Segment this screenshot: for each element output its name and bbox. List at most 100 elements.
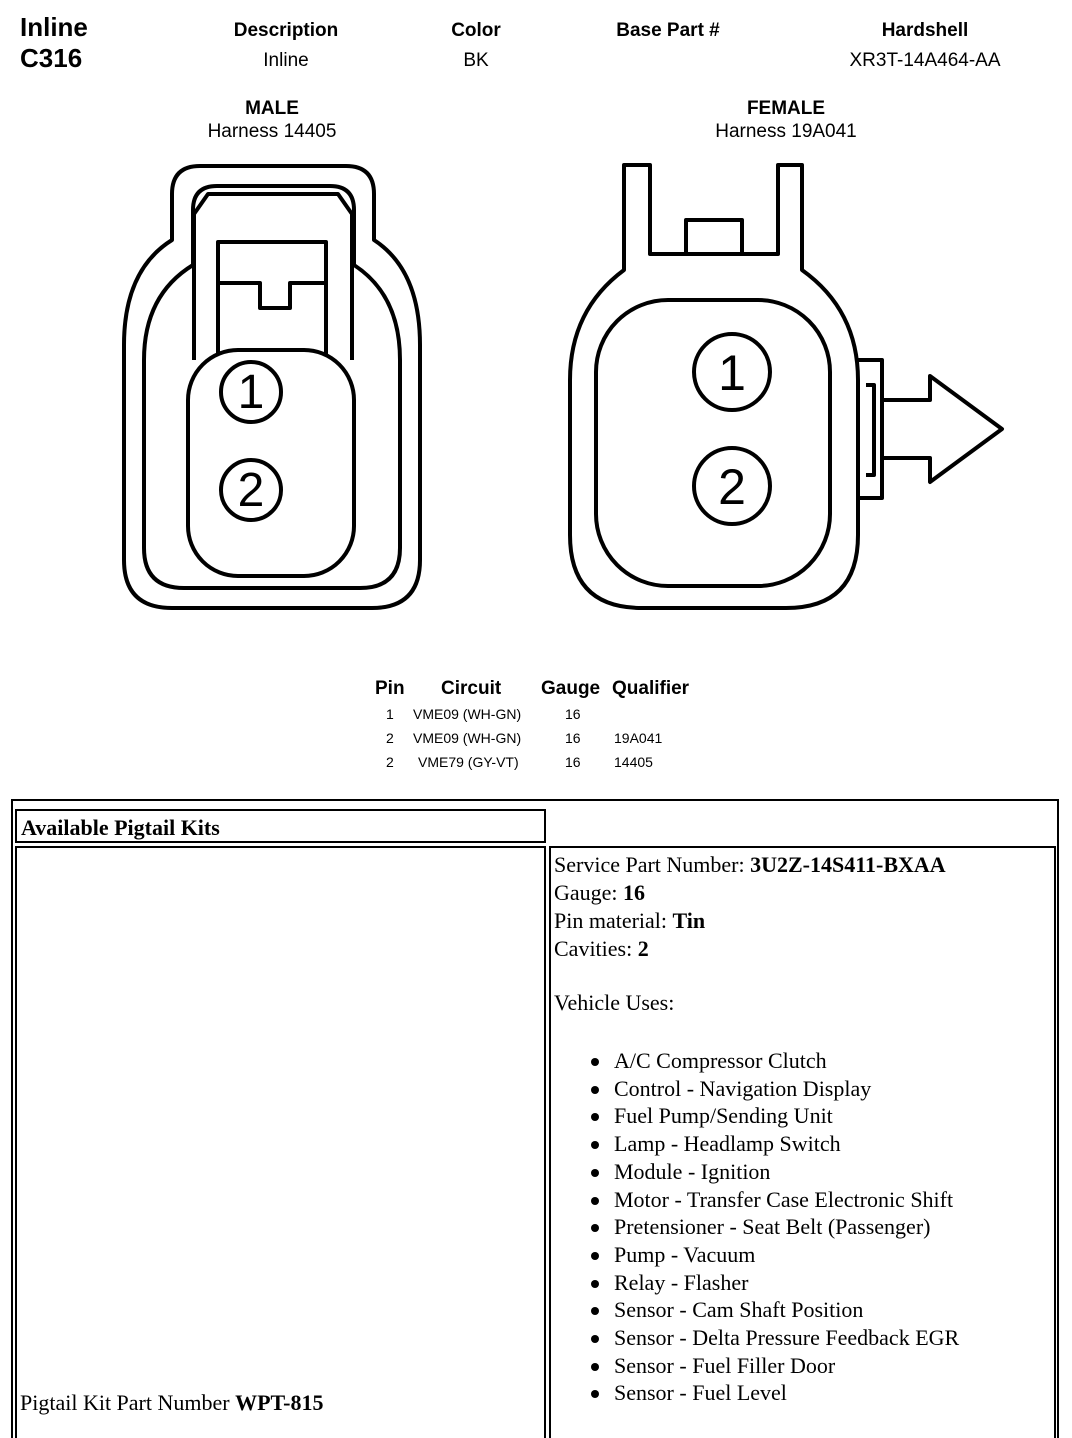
row-circuit: VME09 (WH-GN)	[413, 706, 522, 722]
male-connector-face	[122, 164, 422, 610]
vehicle-use-label: Relay - Flasher	[614, 1269, 749, 1295]
bullet-icon	[591, 1224, 599, 1233]
service-part-label: Service Part Number:	[554, 852, 751, 877]
row-pin: 2	[386, 730, 394, 746]
bullet-icon	[591, 1390, 599, 1399]
row-gauge: 16	[565, 754, 581, 770]
row-qualifier: 19A041	[614, 730, 663, 746]
female-side-latch	[858, 358, 884, 500]
gauge-header: Gauge	[541, 678, 601, 699]
female-pin-1-label: 1	[718, 345, 746, 401]
list-item: Motor - Transfer Case Electronic Shift	[554, 1186, 1054, 1214]
list-item: Module - Ignition	[554, 1158, 1054, 1186]
base-part-header: Base Part #	[616, 20, 720, 41]
male-latch	[192, 192, 354, 360]
service-part-value: 3U2Z-14S411-BXAA	[750, 852, 946, 877]
bullet-icon	[591, 1085, 599, 1094]
row-gauge: 16	[565, 730, 581, 746]
bullet-icon	[591, 1251, 599, 1260]
male-harness-label: Harness 14405	[207, 121, 337, 142]
hardshell-value: XR3T-14A464-AA	[849, 50, 1001, 71]
male-inner-shell	[142, 184, 402, 590]
male-pin-insert	[186, 348, 356, 578]
female-top-key	[684, 218, 744, 254]
list-item: A/C Compressor Clutch	[554, 1047, 1054, 1075]
male-pin-2-label: 2	[238, 464, 265, 517]
list-item: Sensor - Cam Shaft Position	[554, 1296, 1054, 1324]
bullet-icon	[591, 1141, 599, 1150]
pigtail-kits-panel	[11, 799, 1059, 1438]
pigtail-kit-image-cell: Pigtail Kit Part Number WPT-815	[15, 846, 546, 1438]
vehicle-use-label: A/C Compressor Clutch	[614, 1048, 827, 1073]
pigtail-kit-details: Service Part Number: 3U2Z-14S411-BXAA Ga…	[551, 848, 1054, 1407]
description-value: Inline	[263, 50, 309, 71]
gauge-value: 16	[623, 880, 646, 905]
female-connector-title: FEMALE Harness 19A041	[676, 97, 896, 143]
list-item: Sensor - Fuel Filler Door	[554, 1352, 1054, 1380]
female-harness-label: Harness 19A041	[715, 121, 857, 142]
bullet-icon	[591, 1196, 599, 1205]
list-item: Pump - Vacuum	[554, 1241, 1054, 1269]
vehicle-use-label: Sensor - Delta Pressure Feedback EGR	[614, 1325, 960, 1351]
vehicle-use-label: Sensor - Fuel Level	[614, 1380, 787, 1406]
vehicle-use-label: Sensor - Cam Shaft Position	[614, 1297, 864, 1323]
cavities-label: Cavities:	[554, 936, 638, 961]
service-part-line: Service Part Number: 3U2Z-14S411-BXAA	[554, 851, 1054, 879]
hardshell-header: Hardshell	[881, 20, 969, 41]
bullet-icon	[591, 1335, 599, 1344]
male-latch-notch	[218, 281, 326, 310]
female-arrow-icon	[882, 374, 1004, 484]
male-outer-shell	[122, 164, 422, 610]
list-item: Sensor - Fuel Level	[554, 1379, 1054, 1407]
pin-material-label: Pin material:	[554, 908, 673, 933]
pigtail-kits-title: Available Pigtail Kits	[21, 815, 220, 840]
pin-header: Pin	[375, 678, 405, 699]
bullet-icon	[591, 1279, 599, 1288]
gauge-line: Gauge: 16	[554, 879, 1054, 907]
cavities-line: Cavities: 2	[554, 935, 1054, 963]
female-inner-shell	[594, 298, 832, 588]
male-pin-1-circle	[219, 360, 283, 424]
list-item: Fuel Pump/Sending Unit	[554, 1102, 1054, 1130]
row-circuit: VME79 (GY-VT)	[418, 754, 519, 770]
list-item: Sensor - Delta Pressure Feedback EGR	[554, 1324, 1054, 1352]
male-label: MALE	[245, 98, 299, 119]
row-pin: 2	[386, 754, 394, 770]
female-pin-2-circle	[692, 446, 772, 526]
vehicle-use-label: Lamp - Headlamp Switch	[614, 1131, 841, 1157]
list-item: Pretensioner - Seat Belt (Passenger)	[554, 1213, 1054, 1241]
vehicle-use-label: Sensor - Fuel Filler Door	[614, 1352, 836, 1378]
row-pin: 1	[386, 706, 394, 722]
kit-number: WPT-815	[235, 1390, 324, 1415]
kit-label: Pigtail Kit Part Number	[20, 1390, 236, 1415]
pigtail-kits-header-cell: Available Pigtail Kits	[15, 809, 546, 843]
connector-id-label: C316	[20, 43, 83, 73]
female-label: FEMALE	[746, 98, 826, 119]
list-item: Relay - Flasher	[554, 1269, 1054, 1297]
pin-material-value: Tin	[672, 908, 706, 933]
row-gauge: 16	[565, 706, 581, 722]
vehicle-use-label: Pretensioner - Seat Belt (Passenger)	[614, 1214, 931, 1240]
bullet-icon	[591, 1362, 599, 1371]
male-connector-title: MALE Harness 14405	[172, 97, 372, 143]
list-item: Lamp - Headlamp Switch	[554, 1130, 1054, 1158]
vehicle-use-label: Fuel Pump/Sending Unit	[614, 1103, 833, 1129]
vehicle-uses-list: A/C Compressor Clutch Control - Navigati…	[554, 1047, 1054, 1407]
description-header: Description	[233, 20, 339, 41]
female-outer-shell	[568, 163, 860, 610]
male-pin-2-circle	[219, 458, 283, 522]
color-header: Color	[451, 20, 501, 41]
female-pin-1-circle	[692, 332, 772, 412]
bullet-icon	[591, 1113, 599, 1122]
vehicle-uses-label: Vehicle Uses:	[554, 990, 675, 1015]
vehicle-use-label: Module - Ignition	[614, 1158, 771, 1184]
male-pin-1-label: 1	[238, 366, 265, 419]
list-item: Control - Navigation Display	[554, 1075, 1054, 1103]
row-circuit: VME09 (WH-GN)	[413, 730, 522, 746]
vehicle-use-label: Pump - Vacuum	[614, 1241, 756, 1267]
male-latch-window	[216, 240, 328, 360]
female-pin-2-label: 2	[718, 459, 746, 515]
vehicle-use-label: Control - Navigation Display	[614, 1075, 872, 1101]
circuit-header: Circuit	[441, 678, 502, 699]
connector-diagram: 1 2 1 2	[122, 163, 1004, 610]
